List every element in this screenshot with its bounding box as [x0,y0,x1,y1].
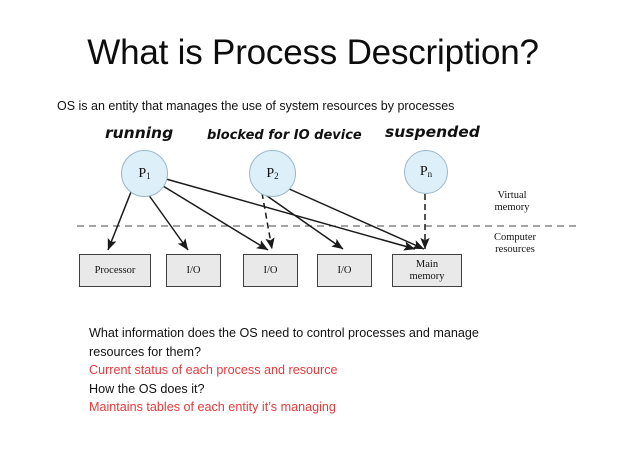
process-node-pn-label: Pn [419,164,433,179]
resource-box-io-1[interactable]: I/O [166,254,221,287]
process-node-p1[interactable]: P1 [121,150,168,197]
process-node-p2-label: P2 [266,165,279,181]
note-line-4: How the OS does it? [89,381,205,396]
computer-resources-label: Computer resources [494,232,536,255]
note-line-3: Current status of each process and resou… [89,363,338,377]
notes-block: What information does the OS need to con… [89,325,559,418]
running-label: running [105,124,174,142]
process-node-p1-label: P1 [138,165,151,181]
suspended-label: suspended [385,123,480,141]
virtual-memory-label: Virtual memory [494,190,530,213]
process-node-p2[interactable]: P2 [249,150,296,197]
resource-box-io-2[interactable]: I/O [243,254,298,287]
note-line-2: resources for them? [89,344,201,359]
process-resource-diagram: running blocked for IO device suspended … [0,118,626,308]
blocked-label: blocked for IO device [207,128,362,143]
resource-box-io-3[interactable]: I/O [317,254,372,287]
process-node-pn[interactable]: Pn [404,150,448,194]
note-line-5: Maintains tables of each entity it’s man… [89,400,336,414]
diagram-connectors [77,178,580,251]
note-line-1: What information does the OS need to con… [89,326,479,340]
slide-subtitle: OS is an entity that manages the use of … [57,99,455,113]
resource-box-processor[interactable]: Processor [79,254,151,287]
resource-box-main-memory[interactable]: Main memory [392,254,462,287]
page-title: What is Process Description? [87,33,539,72]
